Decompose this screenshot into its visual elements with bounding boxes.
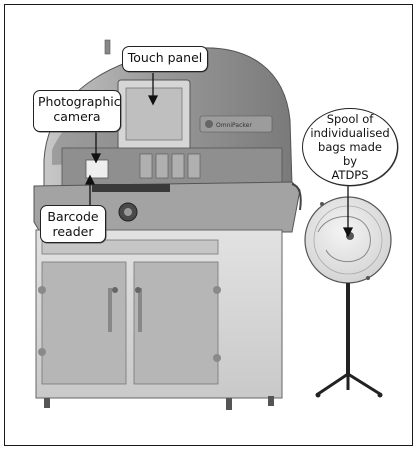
touch-panel-label: Touch panel [122,46,208,72]
bag-spool [304,196,392,284]
touch-panel-label-text: Touch panel [127,50,203,65]
barcode-reader-label: Barcode reader [40,205,106,243]
touch-panel-screen [117,79,191,151]
brand-label: OmniPacker [216,122,252,129]
spool-label-line-3: bags made by [318,140,382,168]
callout-pointers [84,73,354,238]
machine-cabinet [35,229,283,410]
spool-stand [315,283,383,398]
camera-unit [85,159,109,179]
cabinet-door-left [41,261,127,385]
barcode-label-line-1: Barcode [47,209,99,224]
spool-label: Spool of individualised bags made by ATD… [302,108,398,186]
spool-label-line-1: Spool of [326,112,374,126]
spool-label-line-2: individualised [310,126,390,140]
photographic-camera-label: Photographic camera [33,90,121,132]
cabinet-door-right [133,261,219,385]
barcode-label-line-2: reader [52,224,94,239]
camera-label-line-2: camera [53,109,101,124]
camera-label-line-1: Photographic [38,94,121,109]
spool-label-line-4: ATDPS [331,168,369,182]
